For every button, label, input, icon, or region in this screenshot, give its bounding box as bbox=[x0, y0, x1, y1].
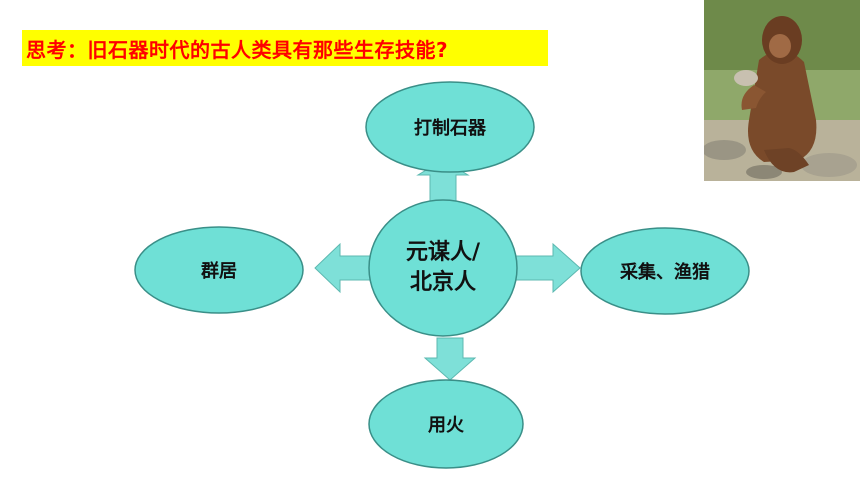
arrow-left bbox=[314, 242, 373, 294]
node-right-ellipse bbox=[580, 227, 750, 315]
node-bottom-ellipse bbox=[368, 379, 524, 469]
arrow-down bbox=[423, 337, 477, 381]
node-bottom-label: 用火 bbox=[428, 415, 464, 436]
node-right-label: 采集、渔猎 bbox=[620, 262, 710, 283]
arrow-right bbox=[513, 242, 581, 294]
question-title: 思考：旧石器时代的古人类具有那些生存技能? bbox=[26, 37, 449, 62]
early-human-illustration bbox=[704, 0, 860, 181]
node-left-ellipse bbox=[134, 226, 304, 314]
center-line-1: 元谋人/ bbox=[405, 240, 481, 265]
question-banner: 思考：旧石器时代的古人类具有那些生存技能? bbox=[22, 30, 548, 66]
node-top-label: 打制石器 bbox=[414, 118, 486, 139]
node-center-ellipse bbox=[368, 199, 518, 337]
node-left-label: 群居 bbox=[201, 261, 237, 282]
center-node-label: 元谋人/ 北京人 bbox=[369, 230, 517, 306]
node-top-ellipse bbox=[365, 81, 535, 173]
center-line-2: 北京人 bbox=[409, 270, 476, 295]
